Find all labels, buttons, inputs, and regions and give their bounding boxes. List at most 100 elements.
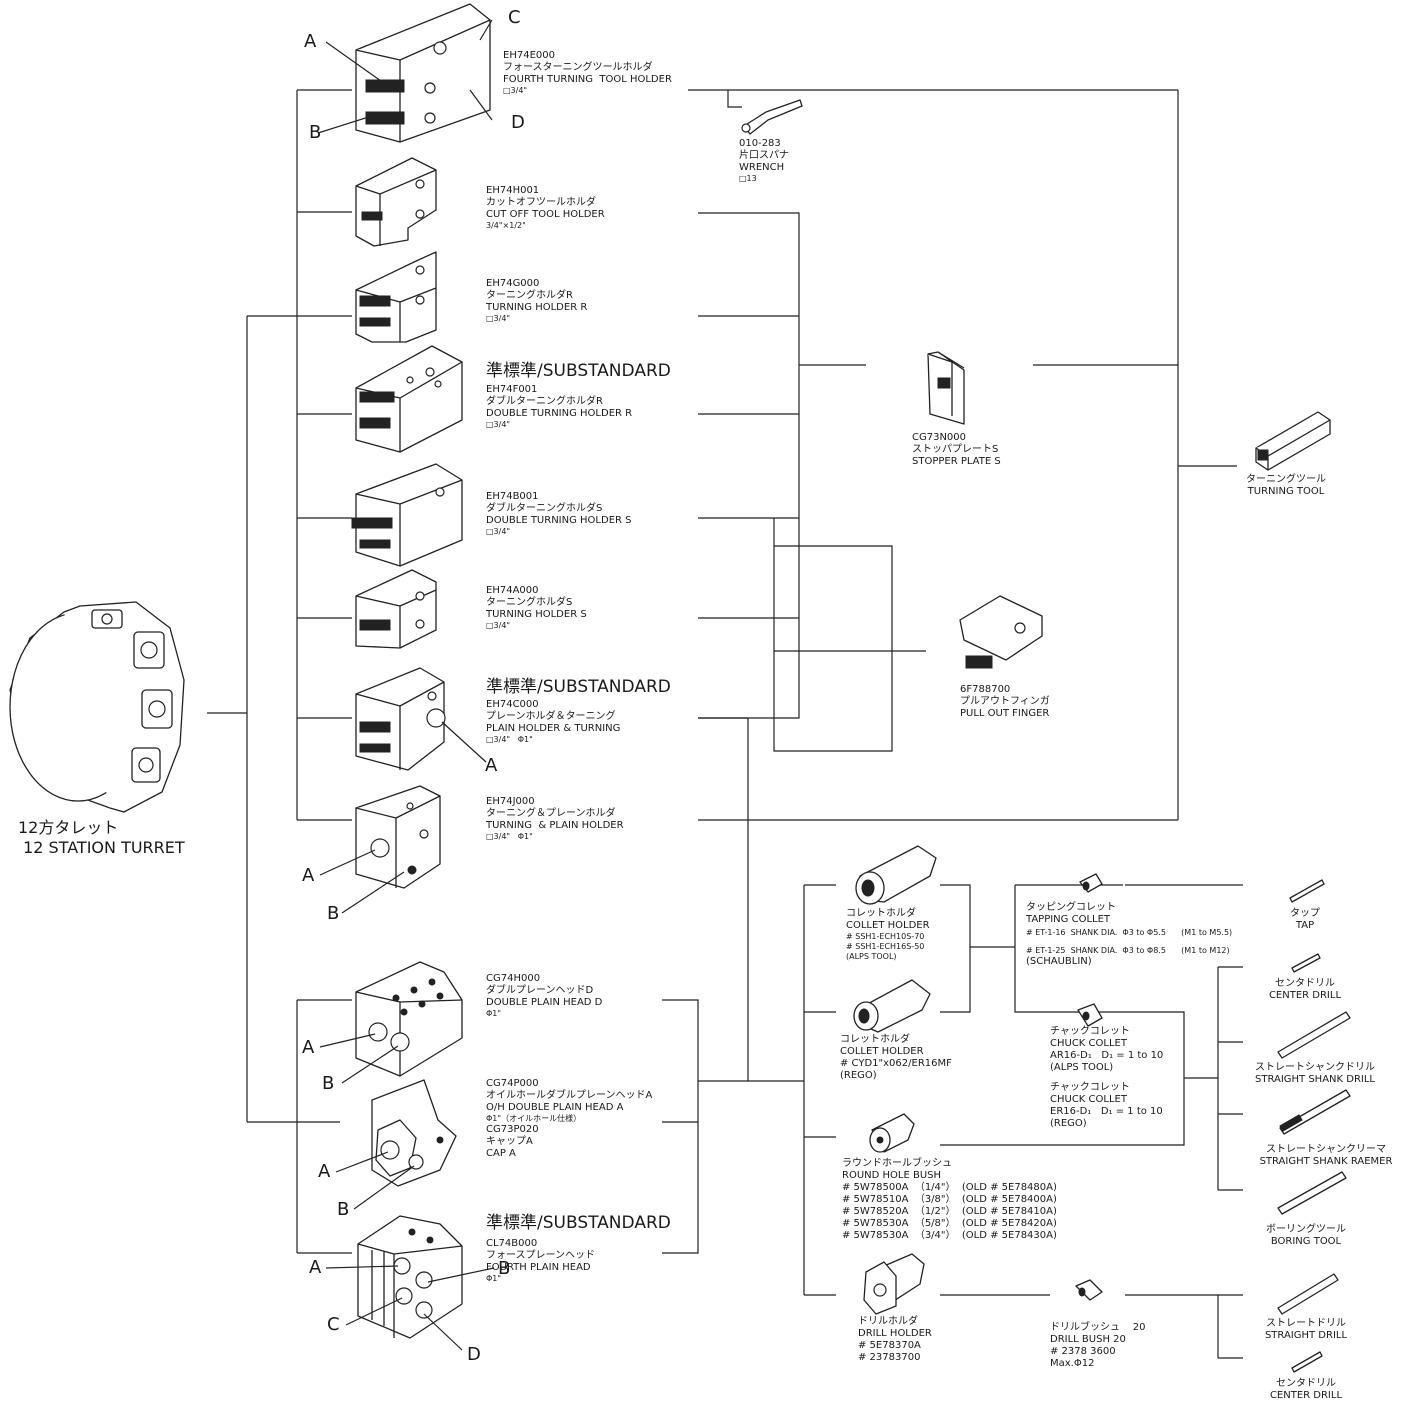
turret-drawing: [10, 602, 184, 812]
round-bush-row: # 5W78520A （1/2"） (OLD # 5E78410A): [842, 1206, 1057, 1218]
holder-en: DOUBLE TURNING HOLDER R: [486, 408, 632, 420]
round-bush-row: # 5W78530A （5/8"） (OLD # 5E78420A): [842, 1218, 1057, 1230]
wrench-spec: □13: [739, 174, 789, 184]
holder-jp: ターニング＆プレーンホルダ: [486, 808, 624, 820]
letter-d-1: D: [511, 114, 525, 132]
wrench-en: WRENCH: [739, 162, 789, 174]
stopper-code: CG73N000: [912, 432, 1001, 444]
drill-bush-max: Max.Φ12: [1050, 1358, 1145, 1370]
holder-code: EH74J000: [486, 796, 624, 808]
letter-c-6: C: [327, 1316, 340, 1334]
straight-shank-reamer-drawing: [1280, 1090, 1350, 1134]
plain-holder-turning-drawing: [356, 668, 445, 770]
double-plain-head-d-drawing: [356, 962, 462, 1076]
holder-code: EH74C000: [486, 699, 620, 711]
holder-code: EH74G000: [486, 278, 587, 290]
letter-a-1: A: [304, 33, 316, 51]
holder-spec: □3/4": [486, 621, 587, 631]
chuck-collet-jp: チャックコレット: [1050, 1082, 1163, 1094]
holder-jp: フォースターニングツールホルダ: [503, 62, 672, 74]
holder-jp: カットオフツールホルダ: [486, 197, 605, 209]
letter-a-2: A: [485, 757, 497, 775]
holder-code: EH74E000: [503, 50, 672, 62]
turret-label: 12方タレット 12 STATION TURRET: [18, 818, 185, 858]
drill-holder-part: # 23783700: [858, 1352, 932, 1364]
collet-holder-en: COLLET HOLDER: [840, 1046, 952, 1058]
head-code: CG74P000: [486, 1078, 652, 1090]
holder-spec: □3/4": [486, 314, 587, 324]
straight-drill-jp: ストレートドリル: [1256, 1318, 1356, 1330]
head-spec: Φ1"（オイルホール仕様）: [486, 1114, 652, 1124]
holder-label-plain-turning: EH74C000 プレーンホルダ＆ターニング PLAIN HOLDER & TU…: [486, 699, 620, 745]
head-jp: オイルホールダブルプレーンヘッドA: [486, 1090, 652, 1102]
chuck-collet-size: AR16-D₁ D₁ = 1 to 10: [1050, 1050, 1163, 1062]
drill-bush-en: DRILL BUSH 20: [1050, 1334, 1145, 1346]
cap-jp: キャップA: [486, 1136, 652, 1148]
holder-spec: □3/4": [486, 527, 632, 537]
letter-d-6: D: [467, 1346, 481, 1364]
head-label-oh-double-plain-a: CG74P000 オイルホールダブルプレーンヘッドA O/H DOUBLE PL…: [486, 1078, 652, 1160]
straight-shank-drill-en: STRAIGHT SHANK DRILL: [1250, 1074, 1380, 1086]
drill-holder-en: DRILL HOLDER: [858, 1328, 932, 1340]
chuck-collet-drawing: [1078, 1004, 1102, 1026]
drill-bush-part: # 2378 3600: [1050, 1346, 1145, 1358]
letter-a-6: A: [309, 1259, 321, 1277]
holder-spec: □3/4": [503, 86, 672, 96]
head-label-double-plain-d: CG74H000 ダブルプレーンヘッドD DOUBLE PLAIN HEAD D…: [486, 973, 602, 1019]
boring-tool-jp: ボーリングツール: [1256, 1224, 1356, 1236]
wrench-jp: 片口スパナ: [739, 150, 789, 162]
center-drill-drawing: [1292, 954, 1320, 972]
round-bush-jp: ラウンドホールブッシュ: [842, 1158, 1057, 1170]
tap-label: タップ TAP: [1260, 908, 1350, 932]
collet-holder-en: COLLET HOLDER: [846, 920, 930, 932]
fourth-turning-holder-drawing: [356, 4, 490, 142]
head-code: CG74H000: [486, 973, 602, 985]
straight-shank-reamer-label: ストレートシャンクリーマ STRAIGHT SHANK RAEMER: [1252, 1144, 1400, 1168]
drill-holder-label: ドリルホルダ DRILL HOLDER # 5E78370A # 2378370…: [858, 1316, 932, 1364]
collet-holder-2-label: コレットホルダ COLLET HOLDER # CYD1"x062/ER16MF…: [840, 1034, 952, 1082]
holder-spec: □3/4": [486, 420, 632, 430]
double-turning-holder-s-drawing: [352, 464, 462, 566]
holder-en: FOURTH TURNING TOOL HOLDER: [503, 74, 672, 86]
round-bush-row: # 5W78530A （3/4"） (OLD # 5E78430A): [842, 1230, 1057, 1242]
holder-jp: ダブルターニングホルダR: [486, 396, 632, 408]
wrench-drawing: [742, 100, 802, 134]
tapping-collet-label: タッピングコレット TAPPING COLLET # ET-1-16 SHANK…: [1026, 902, 1232, 968]
chuck-collet-1-label: チャックコレット CHUCK COLLET AR16-D₁ D₁ = 1 to …: [1050, 1026, 1163, 1074]
straight-drill-drawing: [1278, 1274, 1338, 1314]
pullout-code: 6F788700: [960, 684, 1050, 696]
holder-jp: ターニングホルダS: [486, 597, 587, 609]
turning-holder-s-drawing: [356, 570, 436, 648]
straight-shank-drill-jp: ストレートシャンクドリル: [1250, 1062, 1380, 1074]
letter-a-5: A: [318, 1163, 330, 1181]
chuck-collet-size: ER16-D₁ D₁ = 1 to 10: [1050, 1106, 1163, 1118]
tapping-collet-drawing: [1080, 874, 1102, 892]
straight-shank-drill-drawing: [1278, 1012, 1350, 1058]
holder-en: DOUBLE TURNING HOLDER S: [486, 515, 632, 527]
holder-spec: □3/4" Φ1": [486, 735, 620, 745]
holder-label-double-turning-r: EH74F001 ダブルターニングホルダR DOUBLE TURNING HOL…: [486, 384, 632, 430]
stopper-plate-label: CG73N000 ストッパプレートS STOPPER PLATE S: [912, 432, 1001, 468]
holder-label-turning-r: EH74G000 ターニングホルダR TURNING HOLDER R □3/4…: [486, 278, 587, 324]
head-jp: フォースプレーンヘッド: [486, 1250, 595, 1262]
tapping-collet-spec-1: # ET-1-16 SHANK DIA. Φ3 to Φ5.5 (M1 to M…: [1026, 928, 1232, 938]
head-en: DOUBLE PLAIN HEAD D: [486, 997, 602, 1009]
letter-a-4: A: [302, 1039, 314, 1057]
head-spec: Φ1": [486, 1274, 595, 1284]
holder-code: EH74F001: [486, 384, 632, 396]
chuck-collet-2-label: チャックコレット CHUCK COLLET ER16-D₁ D₁ = 1 to …: [1050, 1082, 1163, 1130]
chuck-collet-en: CHUCK COLLET: [1050, 1038, 1163, 1050]
cap-en: CAP A: [486, 1148, 652, 1160]
holder-label-fourth-turning: EH74E000 フォースターニングツールホルダ FOURTH TURNING …: [503, 50, 672, 96]
boring-tool-label: ボーリングツール BORING TOOL: [1256, 1224, 1356, 1248]
pullout-en: PULL OUT FINGER: [960, 708, 1050, 720]
head-spec: Φ1": [486, 1009, 602, 1019]
holder-jp: ダブルターニングホルダS: [486, 503, 632, 515]
collet-holder-maker: (REGO): [840, 1070, 952, 1082]
holder-en: TURNING & PLAIN HOLDER: [486, 820, 624, 832]
center-drill-jp: センタドリル: [1260, 978, 1350, 990]
collet-holder-maker: (ALPS TOOL): [846, 952, 930, 962]
oh-double-plain-head-a-drawing: [372, 1080, 456, 1186]
center-drill-2-en: CENTER DRILL: [1256, 1390, 1356, 1402]
substandard-title-1: 準標準/SUBSTANDARD: [486, 361, 671, 381]
